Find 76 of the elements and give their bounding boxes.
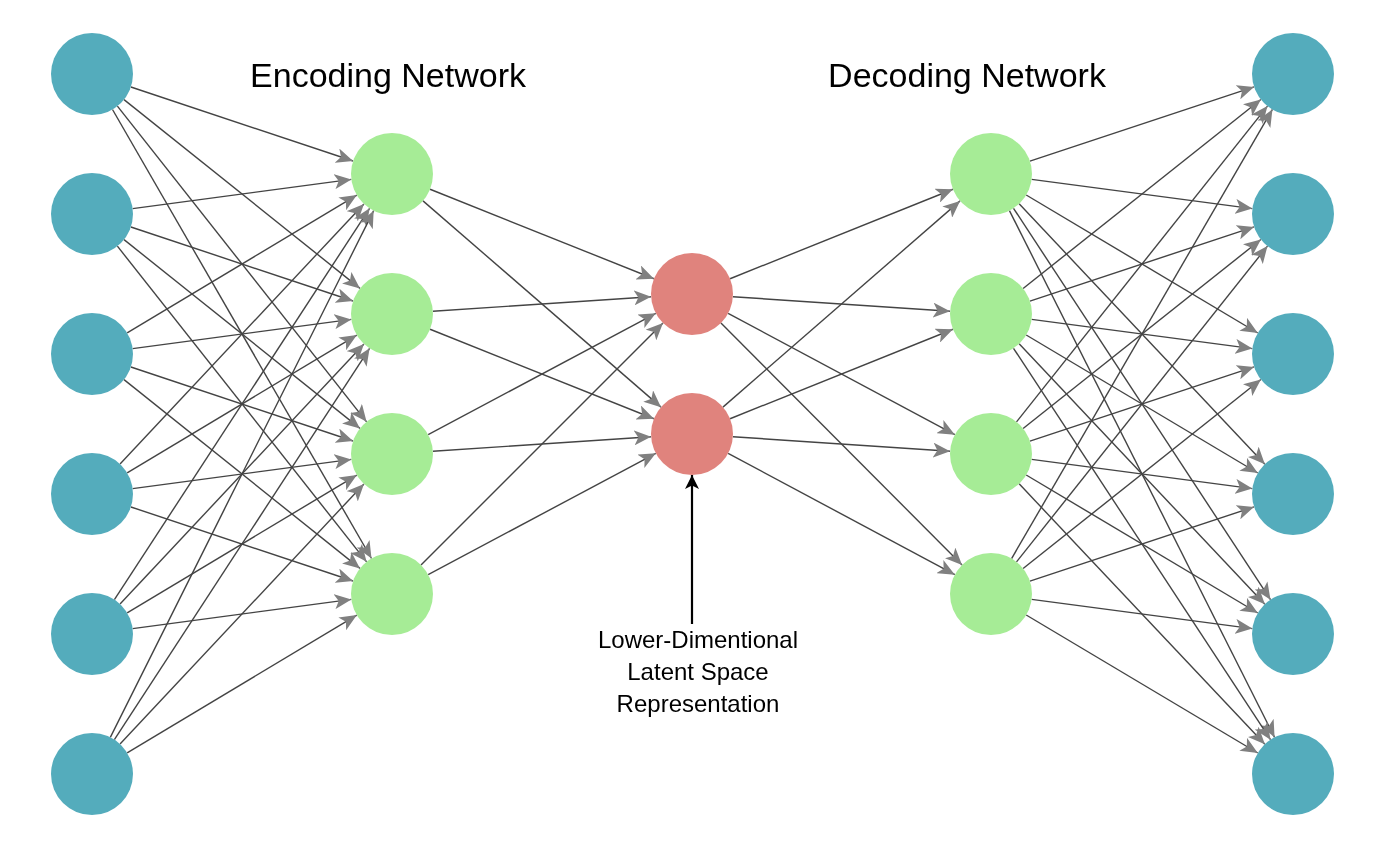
section-title: Encoding Network [250, 56, 526, 95]
neuron-circle [351, 133, 433, 215]
arrow [422, 200, 662, 408]
arrow [113, 207, 371, 601]
arrow [116, 105, 368, 423]
arrow [130, 86, 354, 163]
arrow [113, 347, 371, 741]
arrow [109, 209, 375, 739]
arrow [727, 312, 956, 436]
arrow [111, 108, 373, 560]
arrow [131, 314, 353, 350]
arrow [722, 200, 961, 408]
arrow [1015, 245, 1269, 563]
arrow [116, 245, 368, 563]
arrow [126, 194, 358, 334]
arrow [1012, 207, 1272, 601]
arrow [1018, 483, 1266, 745]
neuron-circle [351, 413, 433, 495]
arrow [1015, 105, 1269, 423]
arrow [720, 322, 963, 566]
arrow [1025, 474, 1259, 614]
arrow [1030, 178, 1254, 214]
arrow [119, 343, 365, 605]
arrow [1018, 203, 1266, 465]
arrow [729, 188, 954, 280]
arrow [427, 452, 657, 576]
arrow [131, 174, 353, 210]
arrow [123, 378, 361, 570]
arrow [429, 188, 655, 280]
arrow [429, 328, 655, 420]
arrow [1030, 458, 1254, 494]
arrow [119, 203, 365, 465]
neuron-circle [651, 253, 733, 335]
arrow [1008, 209, 1276, 739]
arrow [1029, 365, 1255, 442]
arrow [126, 334, 358, 474]
arrow [729, 328, 954, 420]
arrow [420, 322, 664, 566]
arrow [1025, 194, 1259, 334]
arrow [1025, 334, 1259, 474]
arrow [1010, 108, 1274, 560]
arrow [432, 430, 652, 452]
neuron-circle [950, 553, 1032, 635]
arrow [1022, 238, 1262, 430]
arrow [1018, 343, 1266, 605]
arrow [432, 290, 652, 312]
arrow [123, 98, 361, 290]
arrow [1022, 378, 1262, 570]
arrow [427, 312, 657, 436]
arrow [1030, 598, 1254, 634]
arrow [131, 454, 353, 490]
section-title: Decoding Network [828, 56, 1106, 95]
neuron-circle [351, 553, 433, 635]
arrow [727, 452, 956, 576]
arrow [119, 483, 365, 745]
annotation-text: Lower-Dimentional Latent Space Representation [568, 624, 828, 720]
arrow [1022, 98, 1262, 290]
arrow [685, 475, 699, 624]
arrow [130, 366, 354, 443]
arrow [123, 238, 361, 430]
arrow [732, 296, 951, 318]
arrow [126, 614, 358, 754]
neuron-circle [950, 413, 1032, 495]
arrow [1029, 225, 1255, 302]
arrow [1025, 614, 1259, 754]
arrow [131, 594, 353, 630]
arrow [130, 506, 354, 583]
arrow [130, 226, 354, 303]
arrow [732, 436, 951, 458]
arrow [1029, 505, 1255, 582]
arrow [1012, 347, 1272, 741]
neuron-circle [950, 133, 1032, 215]
arrow [126, 474, 358, 614]
arrow [1029, 85, 1255, 162]
arrow [1030, 318, 1254, 354]
neuron-circle [651, 393, 733, 475]
